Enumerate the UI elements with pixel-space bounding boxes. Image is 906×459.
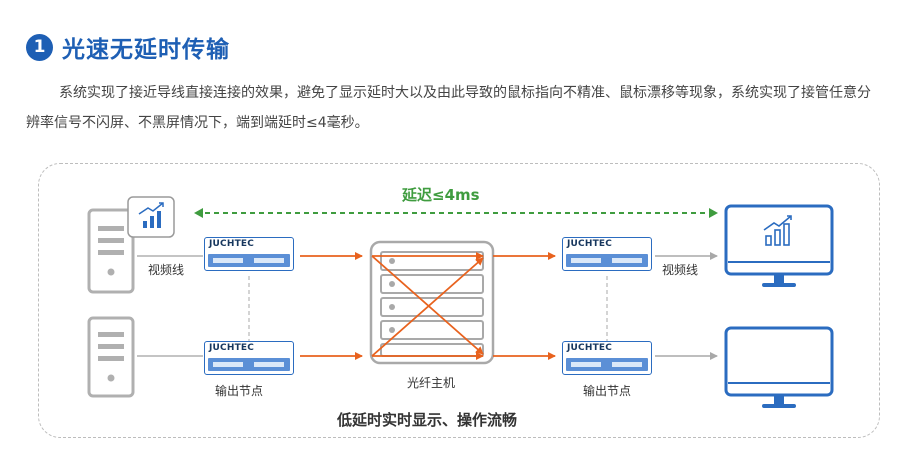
latency-arrow-right bbox=[709, 208, 718, 218]
device-brand: JUCHTEC bbox=[567, 343, 613, 353]
description-paragraph: 系统实现了接近导线直接连接的效果，避免了显示延时大以及由此导致的鼠标指向不精准、… bbox=[26, 85, 871, 131]
pc-tower-top-icon bbox=[87, 208, 135, 294]
pc-tower-bottom-icon bbox=[87, 316, 135, 398]
latency-label: 延迟≤4ms bbox=[402, 186, 480, 204]
monitor-top-icon bbox=[724, 204, 834, 287]
output-node-label-right: 输出节点 bbox=[583, 384, 632, 398]
node-device-left-bottom: JUCHTEC bbox=[204, 341, 294, 375]
device-brand: JUCHTEC bbox=[209, 343, 255, 353]
diagram-caption: 低延时实时显示、操作流畅 bbox=[337, 411, 518, 429]
video-cable-label-right: 视频线 bbox=[662, 263, 699, 277]
latency-arrow-left bbox=[194, 208, 203, 218]
node-device-right-bottom: JUCHTEC bbox=[562, 341, 652, 375]
device-brand: JUCHTEC bbox=[209, 239, 255, 249]
diagram-frame bbox=[38, 163, 880, 438]
section-title: 光速无延时传输 bbox=[62, 37, 230, 63]
device-brand: JUCHTEC bbox=[567, 239, 613, 249]
chart-card-icon bbox=[127, 196, 175, 238]
node-device-left-top: JUCHTEC bbox=[204, 237, 294, 271]
output-node-label-left: 输出节点 bbox=[215, 384, 264, 398]
monitor-bottom-icon bbox=[724, 326, 834, 408]
section-number-badge: 1 bbox=[26, 33, 53, 61]
fiber-switch-label: 光纤主机 bbox=[407, 376, 456, 390]
section-heading: 1 光速无延时传输 bbox=[26, 30, 230, 64]
node-device-right-top: JUCHTEC bbox=[562, 237, 652, 271]
signal-arrows bbox=[300, 252, 556, 360]
video-cable-label-left: 视频线 bbox=[148, 263, 185, 277]
